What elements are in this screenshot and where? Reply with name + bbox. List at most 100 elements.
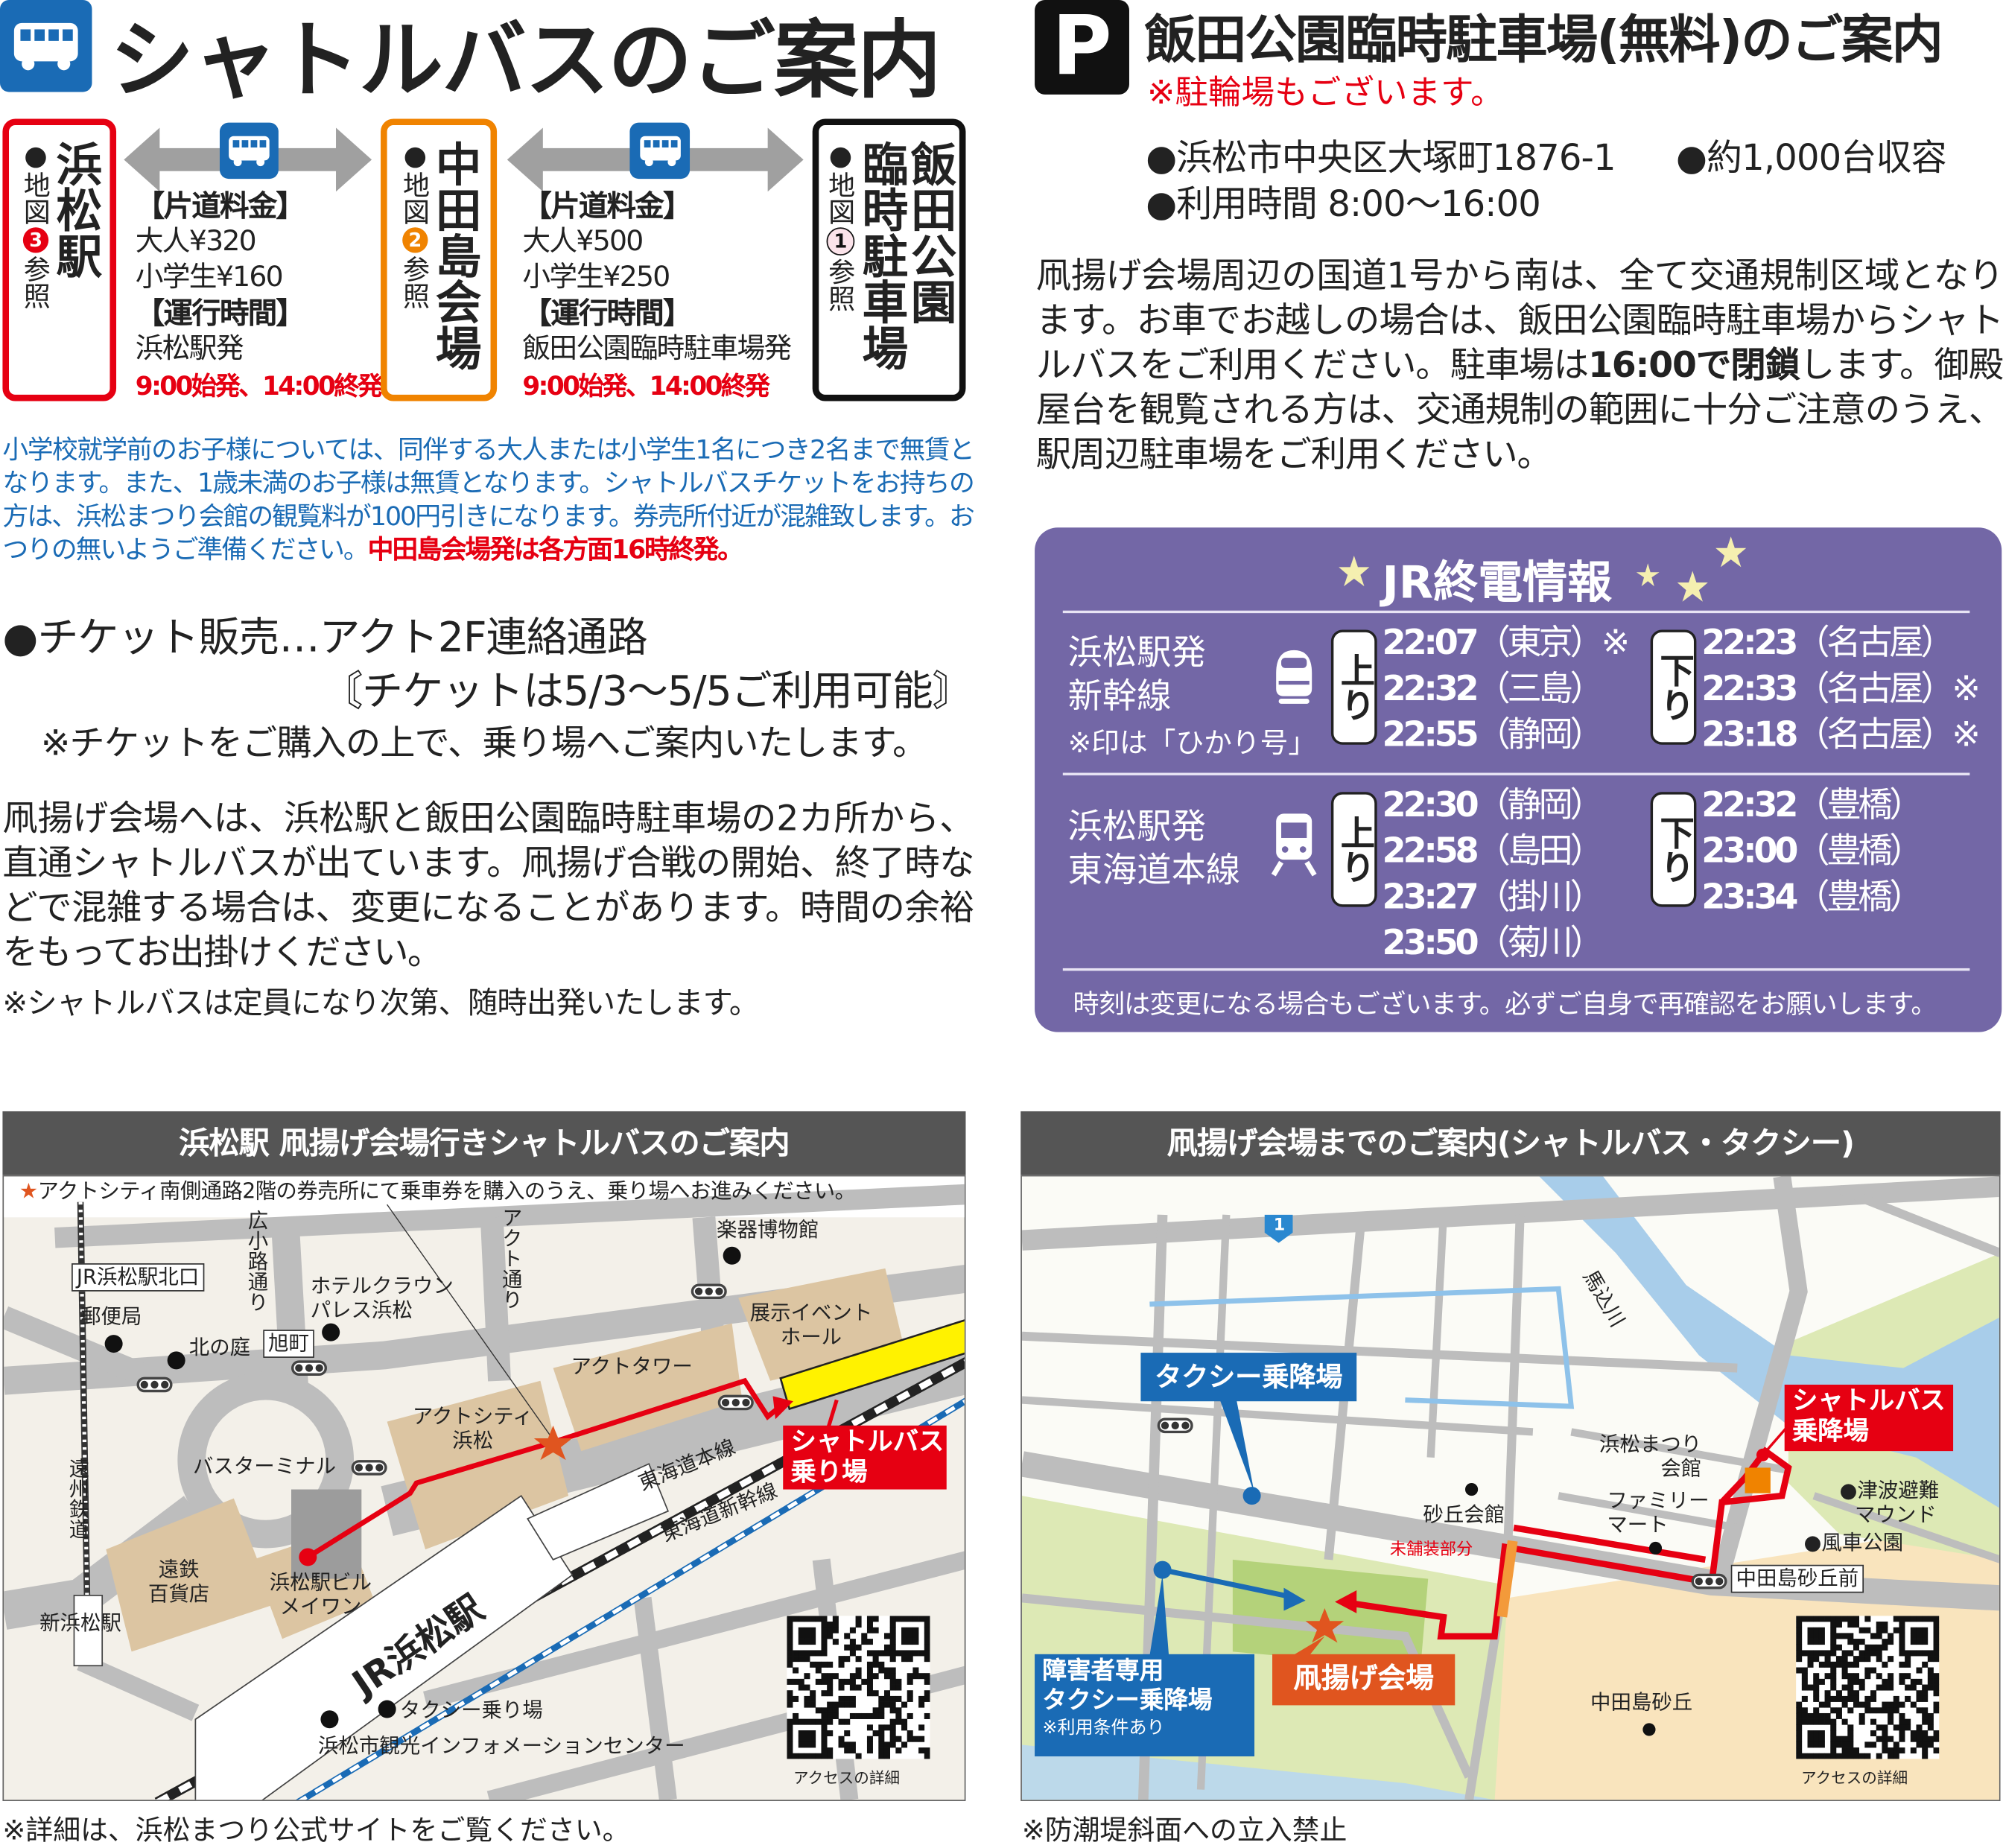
qr-module bbox=[804, 1633, 810, 1639]
qr-code[interactable] bbox=[787, 1616, 930, 1759]
qr-module bbox=[1841, 1667, 1848, 1674]
qr-module bbox=[1905, 1661, 1911, 1668]
qr-module bbox=[1841, 1656, 1848, 1663]
qr-module bbox=[815, 1753, 822, 1759]
qr-module bbox=[832, 1712, 839, 1719]
qr-module bbox=[1864, 1667, 1871, 1674]
qr-module bbox=[804, 1718, 810, 1725]
qr-module bbox=[827, 1627, 834, 1633]
child-fare-notice: 小学校就学前のお子様については、同伴する大人または小学生1名につき2名まで無賃と… bbox=[2, 433, 974, 565]
qr-module bbox=[883, 1701, 891, 1708]
qr-module bbox=[844, 1644, 851, 1651]
qr-module bbox=[855, 1673, 862, 1680]
qr-module bbox=[1870, 1695, 1877, 1702]
qr-module bbox=[1916, 1690, 1923, 1697]
qr-module bbox=[844, 1656, 851, 1663]
train-time: 22:32（豊橋） bbox=[1701, 785, 1923, 825]
qr-module bbox=[907, 1650, 913, 1657]
qr-module bbox=[1801, 1718, 1808, 1725]
qr-module bbox=[1830, 1684, 1837, 1691]
qr-module bbox=[1870, 1633, 1877, 1639]
qr-module bbox=[1927, 1650, 1934, 1657]
qr-module bbox=[849, 1644, 856, 1651]
qr-module bbox=[924, 1690, 930, 1697]
qr-module bbox=[1835, 1644, 1842, 1651]
qr-module bbox=[907, 1639, 913, 1645]
qr-module bbox=[1830, 1622, 1837, 1628]
qr-module bbox=[907, 1678, 913, 1685]
qr-module bbox=[1899, 1747, 1905, 1754]
qr-module bbox=[827, 1678, 834, 1685]
qr-module bbox=[1830, 1741, 1837, 1748]
qr-module bbox=[889, 1616, 896, 1622]
qr-module bbox=[889, 1622, 896, 1628]
qr-module bbox=[849, 1747, 856, 1754]
qr-module bbox=[1830, 1667, 1837, 1674]
qr-module bbox=[889, 1678, 896, 1685]
route-origin: 浜松駅発 bbox=[135, 333, 244, 366]
qr-module bbox=[1864, 1627, 1871, 1633]
qr-code[interactable] bbox=[1796, 1616, 1940, 1759]
qr-module bbox=[872, 1661, 879, 1668]
qr-module bbox=[849, 1684, 856, 1691]
qr-module bbox=[793, 1718, 799, 1725]
qr-caption: アクセスの詳細 bbox=[793, 1769, 900, 1788]
qr-module bbox=[1910, 1730, 1917, 1737]
qr-module bbox=[798, 1650, 804, 1657]
qr-module bbox=[1893, 1695, 1899, 1702]
qr-module bbox=[878, 1707, 885, 1714]
qr-module bbox=[838, 1684, 845, 1691]
qr-module bbox=[1899, 1661, 1905, 1668]
qr-module bbox=[872, 1627, 879, 1633]
qr-module bbox=[821, 1673, 828, 1680]
qr-module bbox=[1830, 1724, 1837, 1731]
qr-module bbox=[1916, 1695, 1923, 1702]
qr-module bbox=[889, 1695, 896, 1702]
qr-module bbox=[907, 1627, 913, 1633]
qr-module bbox=[815, 1678, 822, 1685]
qr-module bbox=[1922, 1753, 1929, 1759]
qr-module bbox=[798, 1718, 804, 1725]
qr-module bbox=[1796, 1701, 1803, 1708]
qr-module bbox=[1927, 1736, 1934, 1742]
station-iida-park-parking: 飯田公園 臨時駐車場 ●地図1参照 bbox=[812, 118, 966, 401]
shuttle-platform bbox=[779, 1319, 965, 1411]
qr-module bbox=[1933, 1673, 1940, 1680]
qr-module bbox=[1830, 1695, 1837, 1702]
qr-module bbox=[1801, 1707, 1808, 1714]
qr-module bbox=[1888, 1753, 1894, 1759]
qr-module bbox=[1882, 1741, 1888, 1748]
qr-module bbox=[1933, 1633, 1940, 1639]
parking-capacity: ●約1,000台収容 bbox=[1675, 136, 1947, 180]
ticket-sales-location: ●チケット販売…アクト2F連絡通路 bbox=[2, 613, 647, 662]
qr-module bbox=[821, 1736, 828, 1742]
qr-module bbox=[907, 1712, 913, 1719]
ticket-note: ※チケットをご購入の上で、乗り場へご案内いたします。 bbox=[40, 723, 927, 764]
qr-module bbox=[872, 1616, 879, 1622]
qr-module bbox=[1847, 1633, 1854, 1639]
route-hours: 9:00始発、14:00終発 bbox=[135, 370, 384, 401]
qr-module bbox=[1830, 1650, 1837, 1657]
qr-module bbox=[883, 1644, 891, 1651]
time-heading: 【運行時間】 bbox=[522, 297, 692, 331]
qr-module bbox=[815, 1661, 822, 1668]
qr-module bbox=[918, 1747, 925, 1754]
qr-module bbox=[1813, 1616, 1820, 1622]
qr-module bbox=[827, 1753, 834, 1759]
leader-line bbox=[387, 1204, 554, 1441]
qr-module bbox=[872, 1673, 879, 1680]
qr-module bbox=[889, 1684, 896, 1691]
qr-module bbox=[883, 1673, 891, 1680]
qr-module bbox=[878, 1741, 885, 1748]
qr-module bbox=[1818, 1633, 1825, 1639]
qr-module bbox=[1835, 1661, 1842, 1668]
qr-module bbox=[1847, 1724, 1854, 1731]
map-label: ホテルクラウン bbox=[310, 1273, 454, 1298]
train-time: 22:33（名古屋）※ bbox=[1701, 669, 1981, 709]
qr-module bbox=[1847, 1673, 1854, 1680]
qr-module bbox=[878, 1753, 885, 1759]
qr-module bbox=[1927, 1656, 1934, 1663]
qr-module bbox=[1916, 1627, 1923, 1633]
qr-module bbox=[1905, 1650, 1911, 1657]
qr-module bbox=[1847, 1684, 1854, 1691]
